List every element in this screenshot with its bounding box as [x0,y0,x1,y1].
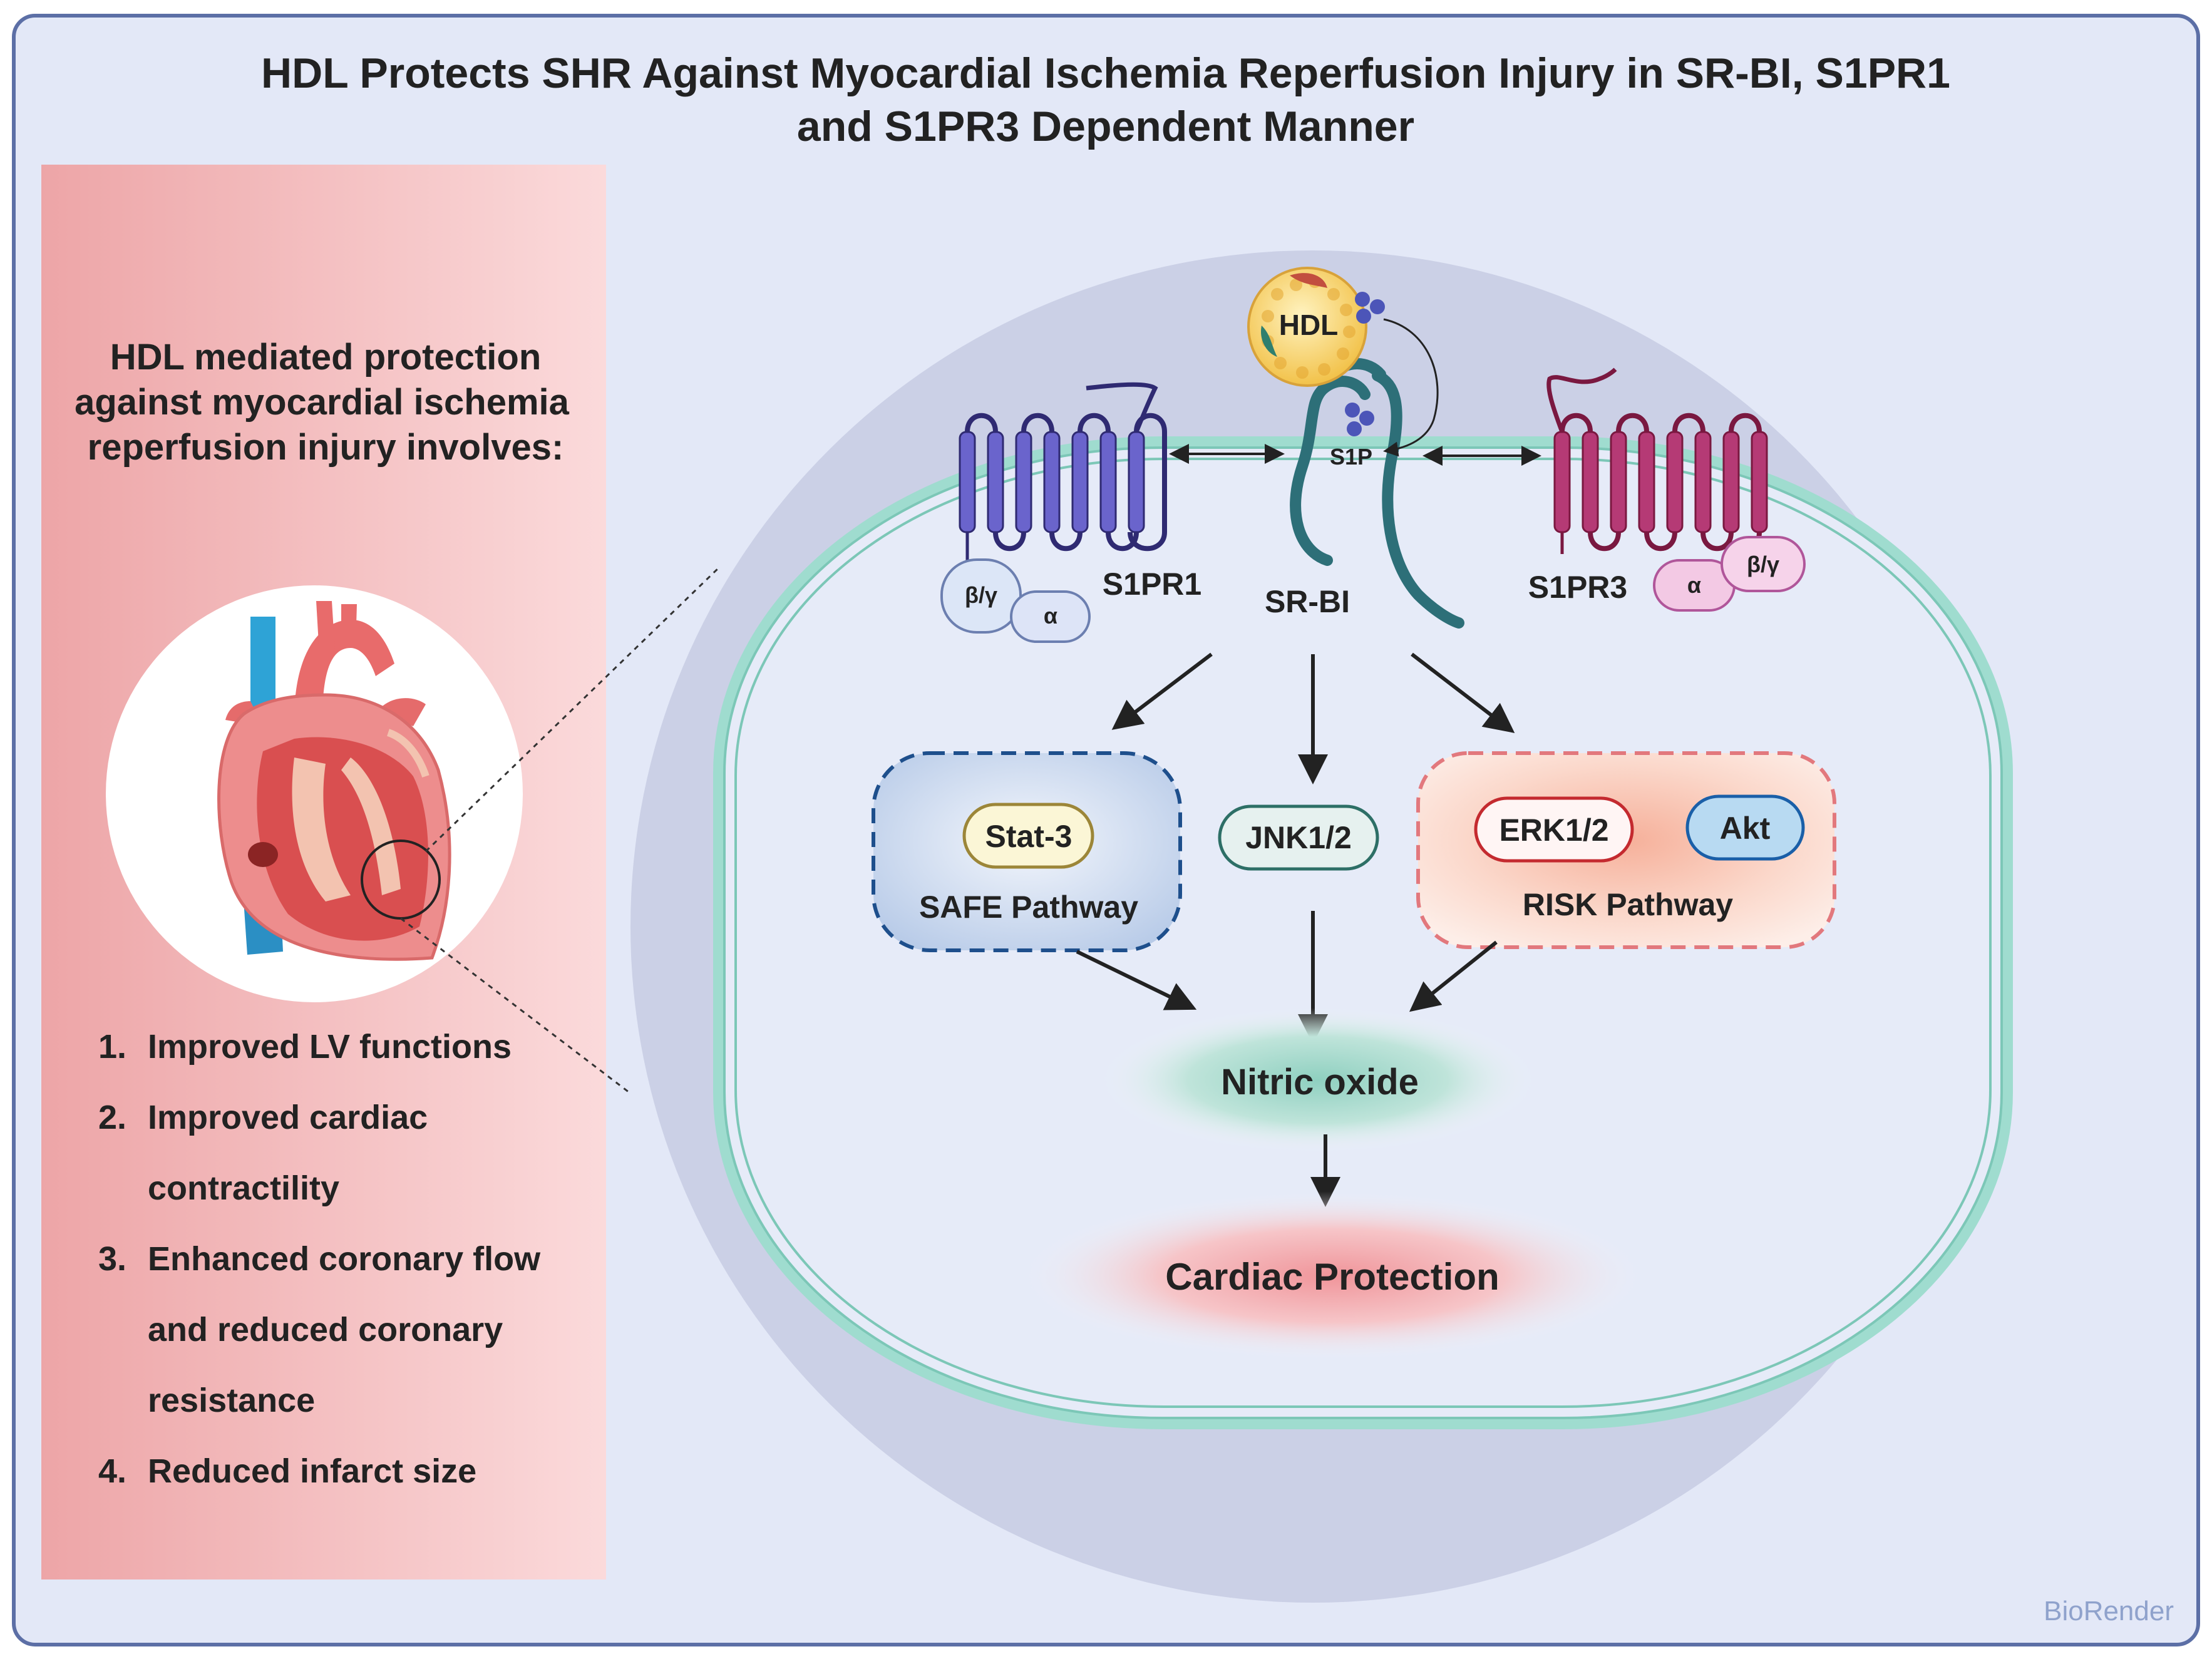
hdl-apoprotein [1261,326,1277,357]
hdl-label: HDL [1279,309,1339,341]
stat3-node [962,803,1094,869]
s1pr1-receptor [959,382,1167,560]
heading-line-3: reperfusion injury involves: [88,427,564,468]
s1pr3-receptor [1546,367,1768,554]
beta-gamma-label-right: β/γ [1747,552,1779,577]
cell-interior [723,446,2003,1419]
nitric-oxide-label: Nitric oxide [1221,1062,1419,1102]
list-item-text: Reduced infarct size [148,1452,476,1490]
stat3-label: Stat-3 [985,819,1073,854]
akt-label: Akt [1720,811,1771,846]
g-protein-beta-gamma-right [1721,536,1806,592]
list-number: 3. [98,1240,126,1278]
alpha-label-right: α [1687,572,1701,598]
s1p-molecules-released [1345,403,1374,436]
zoom-line-upper [424,565,721,853]
list-number: 2. [98,1099,126,1136]
list-item-text: Enhanced coronary flow [148,1240,541,1278]
list-number: 4. [98,1452,126,1490]
biorender-watermark: BioRender [2044,1596,2174,1626]
cardiac-protection-glow [1019,1191,1645,1360]
list-item-text: contractility [148,1169,339,1207]
arrow-to-safe [1111,652,1213,730]
erk-label: ERK1/2 [1499,813,1608,848]
safe-label: SAFE Pathway [919,890,1138,925]
nitric-oxide-glow [1102,1008,1534,1152]
akt-node [1685,794,1805,861]
membrane-inner-line [734,458,1992,1408]
outcome-list: 1. Improved LV functions 2. Improved car… [98,1028,541,1490]
jnk-label: JNK1/2 [1245,820,1352,855]
s1pr3-label: S1PR3 [1528,570,1627,605]
s1pr1-label: S1PR1 [1103,567,1201,602]
arrow-to-risk [1411,652,1515,733]
list-item-text: and reduced coronary [148,1311,503,1348]
arrow-safe-to-no [1076,950,1197,1010]
cardiac-protection-label: Cardiac Protection [1165,1256,1499,1298]
list-number: 1. [98,1028,126,1066]
erk-node [1474,796,1634,863]
title-line-2: and S1PR3 Dependent Manner [797,103,1414,150]
list-item-text: resistance [148,1382,315,1419]
heart-illustration [217,601,451,961]
beta-gamma-label-left: β/γ [965,582,997,608]
heading-line-1: HDL mediated protection [110,337,542,378]
srbi-label: SR-BI [1265,584,1350,619]
zoom-line-lower [400,917,630,1094]
alpha-label-left: α [1044,603,1057,629]
arrow-risk-to-no [1409,940,1498,1012]
list-item-text: Improved LV functions [148,1028,512,1066]
title-line-1: HDL Protects SHR Against Myocardial Isch… [261,49,1950,97]
hdl-apoprotein [1290,273,1327,288]
list-item-text: Improved cardiac [148,1099,428,1136]
heading-line-2: against myocardial ischemia [75,382,570,423]
risk-label: RISK Pathway [1523,887,1733,922]
srbi-receptor [1290,370,1464,629]
s1p-label: S1P [1330,444,1372,470]
left-panel-heading: HDL mediated protection against myocardi… [75,337,570,468]
g-protein-alpha-left [1010,590,1091,643]
s1p-release-arrow [1383,318,1439,457]
jnk-node [1218,804,1379,871]
s1p-molecules-on-hdl [1355,292,1385,324]
